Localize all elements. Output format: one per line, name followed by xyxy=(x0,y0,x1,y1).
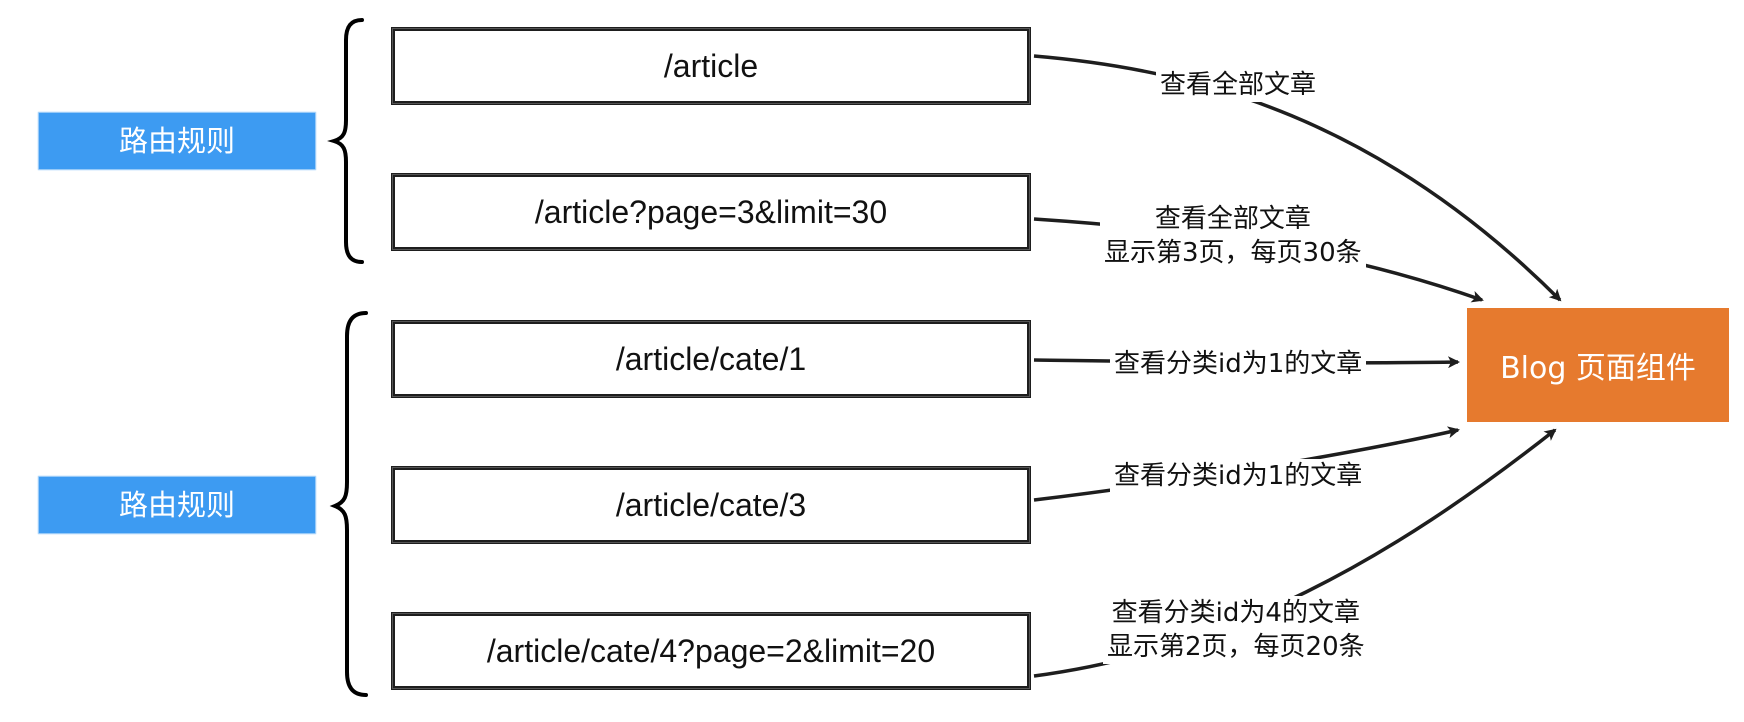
annotation-line: 查看全部文章 xyxy=(1154,204,1311,234)
rule-group-label: 路由规则 xyxy=(39,477,315,533)
rule-group-label: 路由规则 xyxy=(39,113,315,169)
route-box-cate-1: /article/cate/1 xyxy=(391,320,1031,398)
brace-group-2 xyxy=(329,311,368,697)
annotation-view-all-paged: 查看全部文章 显示第3页，每页30条 xyxy=(1100,202,1366,270)
route-box-article-paged: /article?page=3&limit=30 xyxy=(391,173,1031,251)
annotation-view-all: 查看全部文章 xyxy=(1156,68,1321,102)
annotation-line: 显示第3页，每页30条 xyxy=(1104,238,1362,268)
annotation-cate-1: 查看分类id为1的文章 xyxy=(1110,347,1367,381)
annotation-line: 查看分类id为4的文章 xyxy=(1111,598,1360,628)
annotation-line: 查看全部文章 xyxy=(1160,70,1317,100)
route-box-cate-3: /article/cate/3 xyxy=(391,466,1031,544)
annotation-cate-4-paged: 查看分类id为4的文章 显示第2页，每页20条 xyxy=(1103,596,1369,664)
annotation-line: 显示第2页，每页20条 xyxy=(1107,632,1365,662)
connector-1 xyxy=(1033,54,1562,302)
blog-page-component: Blog 页面组件 xyxy=(1467,308,1729,422)
brace-group-1 xyxy=(327,18,364,264)
annotation-line: 查看分类id为1的文章 xyxy=(1114,461,1363,491)
annotation-line: 查看分类id为1的文章 xyxy=(1114,349,1363,379)
route-box-cate-4-paged: /article/cate/4?page=2&limit=20 xyxy=(391,612,1031,690)
route-box-article: /article xyxy=(391,27,1031,105)
annotation-cate-3: 查看分类id为1的文章 xyxy=(1110,459,1367,493)
